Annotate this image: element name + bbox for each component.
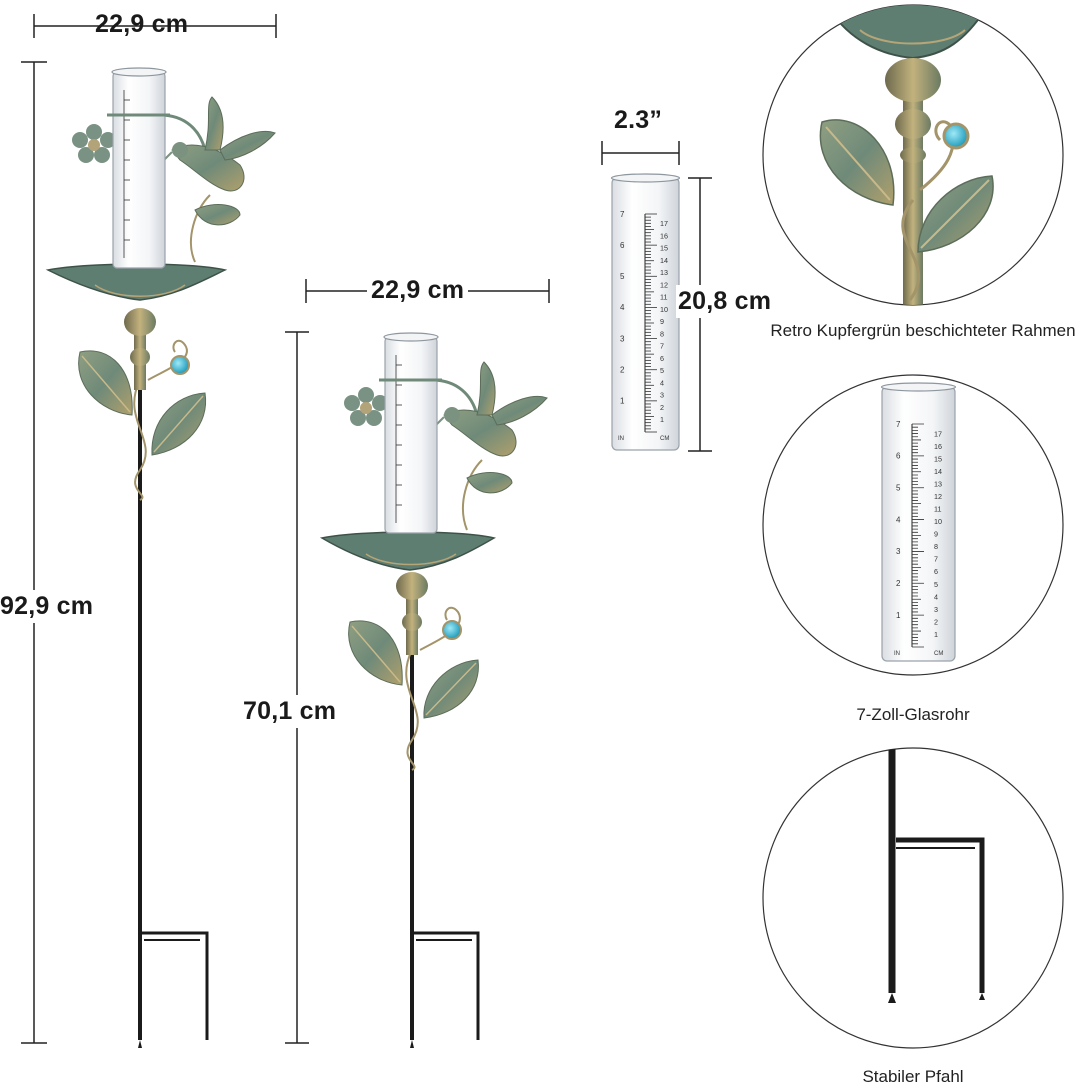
tube-width-dimension-line <box>601 141 680 165</box>
large-width-dimension-line <box>33 14 277 38</box>
tube-scale-cm-label: 9 <box>660 317 664 326</box>
detail-tube-scale-cm-unit: CM <box>934 651 943 657</box>
large-flower-ornament <box>72 124 116 163</box>
stake-caption: Stabiler Pfahl <box>862 1067 964 1086</box>
detail-tube-scale-cm-label: 16 <box>934 442 942 451</box>
tube-scale-cm-label: 14 <box>660 256 668 265</box>
tube-scale-inch-label: 4 <box>620 303 625 312</box>
tube-scale-inch-label: 7 <box>620 210 625 219</box>
detail-tube-scale-cm-label: 9 <box>934 530 938 539</box>
detail-tube-scale-inch-unit: IN <box>894 651 900 657</box>
tube-scale-cm-label: 3 <box>660 391 664 400</box>
detail-tube-scale-cm-label: 15 <box>934 454 942 463</box>
tube-scale-cm-label: 5 <box>660 366 664 375</box>
detail-tube-scale-cm-label: 11 <box>934 505 941 514</box>
tube-scale-cm-label: 15 <box>660 244 668 253</box>
detail-tube-scale-inch-label: 6 <box>896 452 901 461</box>
tube-scale-cm-label: 1 <box>660 415 664 424</box>
tube-height-label: 20,8 cm <box>676 285 774 318</box>
tube-scale-cm-unit: CM <box>660 436 669 442</box>
detail-tube-scale-cm-label: 2 <box>934 617 938 626</box>
detail-tube-scale-cm-label: 13 <box>934 480 942 489</box>
tube-scale-cm-label: 10 <box>660 305 668 314</box>
detail-tube-scale-inch-label: 2 <box>896 579 901 588</box>
large-width-label: 22,9 cm <box>95 10 189 38</box>
tube-scale-cm-label: 17 <box>660 219 668 228</box>
tube-scale-inch-label: 2 <box>620 366 625 375</box>
detail-tube-scale-cm-label: 7 <box>934 555 938 564</box>
tube-scale-inch-label: 1 <box>620 397 625 406</box>
large-height-label: 92,9 cm <box>0 590 94 623</box>
detail-tube-scale-cm-label: 1 <box>934 630 938 639</box>
tube-scale-cm-label: 8 <box>660 329 664 338</box>
small-height-dimension-line <box>285 331 309 1044</box>
tube-scale-cm-label: 16 <box>660 231 668 240</box>
large-rain-gauge <box>45 67 276 1048</box>
detail-tube-scale-cm-label: 14 <box>934 467 942 476</box>
tube-scale-cm-label: 13 <box>660 268 668 277</box>
tube-scale-cm-label: 2 <box>660 403 664 412</box>
tube-scale-cm-label: 11 <box>660 293 667 302</box>
frame-detail-circle <box>762 4 1064 306</box>
small-height-label: 70,1 cm <box>243 695 337 728</box>
tube-width-label: 2.3” <box>614 106 663 134</box>
tube-scale-inch-unit: IN <box>618 436 624 442</box>
small-rain-gauge <box>319 332 548 1048</box>
detail-tube-scale-cm-label: 8 <box>934 542 938 551</box>
detail-tube-scale-inch-label: 4 <box>896 515 901 524</box>
tube-scale-inch-label: 6 <box>620 241 625 250</box>
small-flower-ornament <box>344 387 388 426</box>
tube-scale-inch-label: 3 <box>620 334 625 343</box>
frame-caption: Retro Kupfergrün beschichteter Rahmen <box>770 321 1076 340</box>
tube-scale-cm-label: 6 <box>660 354 664 363</box>
tube-scale-cm-label: 12 <box>660 280 668 289</box>
tube-scale-inch-label: 5 <box>620 272 625 281</box>
detail-tube-scale-cm-label: 17 <box>934 429 942 438</box>
detail-tube-scale-inch-label: 1 <box>896 611 901 620</box>
detail-tube-scale-cm-label: 12 <box>934 492 942 501</box>
tube-scale-cm-label: 4 <box>660 378 664 387</box>
detail-tube-scale-cm-label: 6 <box>934 567 938 576</box>
detail-tube-scale-cm-label: 4 <box>934 592 938 601</box>
detail-tube-scale-inch-label: 7 <box>896 420 901 429</box>
stake-detail-circle <box>762 747 1064 1049</box>
small-width-label: 22,9 cm <box>367 276 469 305</box>
detail-tube-scale-cm-label: 10 <box>934 517 942 526</box>
tube-scale-cm-label: 7 <box>660 342 664 351</box>
detail-tube-scale-inch-label: 5 <box>896 484 901 493</box>
detail-tube-scale-cm-label: 5 <box>934 580 938 589</box>
detail-tube-scale-cm-label: 3 <box>934 605 938 614</box>
large-height-dimension-line <box>21 61 47 1044</box>
detail-tube-scale-inch-label: 3 <box>896 547 901 556</box>
tube-caption: 7-Zoll-Glasrohr <box>856 705 970 724</box>
